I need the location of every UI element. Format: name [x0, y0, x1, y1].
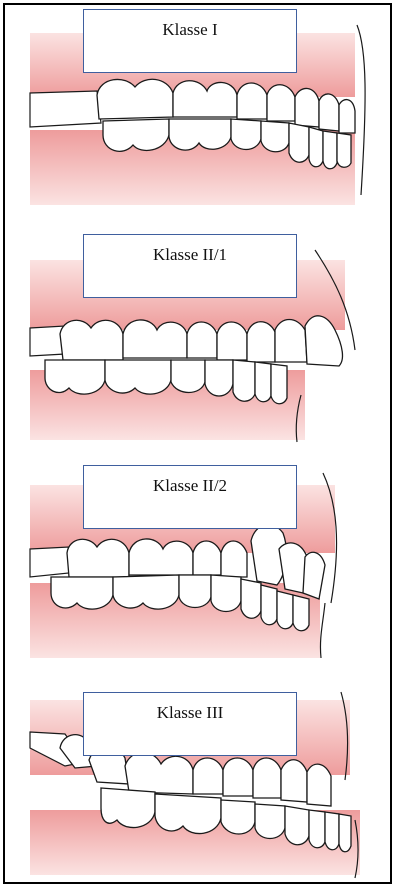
- label-box-class-2-2: Klasse II/2: [83, 465, 297, 529]
- label-box-class-3: Klasse III: [83, 692, 297, 756]
- figure-frame: Klasse I: [3, 3, 392, 884]
- label-box-class-2-1: Klasse II/1: [83, 234, 297, 298]
- label-class-2-1: Klasse II/1: [153, 245, 227, 265]
- label-box-class-1: Klasse I: [83, 9, 297, 73]
- panel-class-2-2: Klasse II/2: [5, 453, 392, 668]
- label-class-1: Klasse I: [162, 20, 217, 40]
- label-class-3: Klasse III: [157, 703, 224, 723]
- panel-class-2-1: Klasse II/1: [5, 230, 392, 445]
- panel-class-1: Klasse I: [5, 5, 392, 220]
- panel-class-3: Klasse III: [5, 670, 392, 884]
- label-class-2-2: Klasse II/2: [153, 476, 227, 496]
